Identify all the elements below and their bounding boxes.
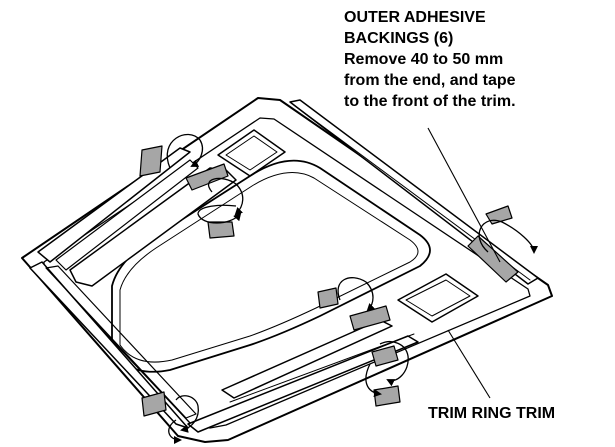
pad-upper — [217, 129, 286, 177]
pad-lower — [397, 273, 479, 323]
tape-backing-3 — [207, 221, 235, 239]
tape-backing-9 — [373, 385, 401, 407]
tape-backing-6 — [317, 287, 339, 309]
peel-arrow-9 — [168, 419, 182, 444]
tape-backing-8 — [371, 345, 399, 367]
callout-line-5: to the front of the trim. — [344, 93, 516, 110]
peel-arrow-4 — [478, 219, 538, 254]
trim-ring-label: TRIM RING TRIM — [428, 405, 556, 422]
callout-line-1: OUTER ADHESIVE — [344, 9, 486, 26]
tape-backing-1 — [139, 145, 163, 177]
trim-ring-callout: TRIM RING TRIM — [428, 403, 555, 424]
peel-arrow-5 — [337, 277, 376, 312]
leader-trim-ring — [447, 329, 491, 399]
peel-arrow-7 — [365, 363, 382, 398]
leader-outer-adhesive — [427, 127, 501, 263]
callout-line-3: Remove 40 to 50 mm — [344, 51, 504, 68]
left-strip-outer — [37, 147, 191, 263]
bottom-right-strip-inner — [221, 319, 393, 399]
trim-plate-outline — [21, 97, 553, 443]
peel-arrow-8 — [175, 395, 199, 433]
tape-backing-4 — [467, 235, 519, 283]
center-opening-inner-edge — [119, 172, 419, 363]
peel-arrow-2 — [208, 177, 244, 216]
bottom-right-strip-outer — [187, 335, 419, 433]
peel-arrow-6 — [379, 341, 409, 387]
peel-arrow-1 — [166, 133, 204, 169]
tape-backing-10 — [141, 391, 167, 417]
callout-line-4: from the end, and tape — [344, 72, 516, 89]
tape-backing-2 — [185, 163, 229, 191]
callout-line-2: BACKINGS (6) — [344, 30, 454, 47]
peel-arrow-3 — [197, 204, 242, 224]
left-strip-inner — [69, 167, 237, 287]
outer-adhesive-callout: OUTER ADHESIVE BACKINGS (6) Remove 40 to… — [344, 7, 516, 112]
